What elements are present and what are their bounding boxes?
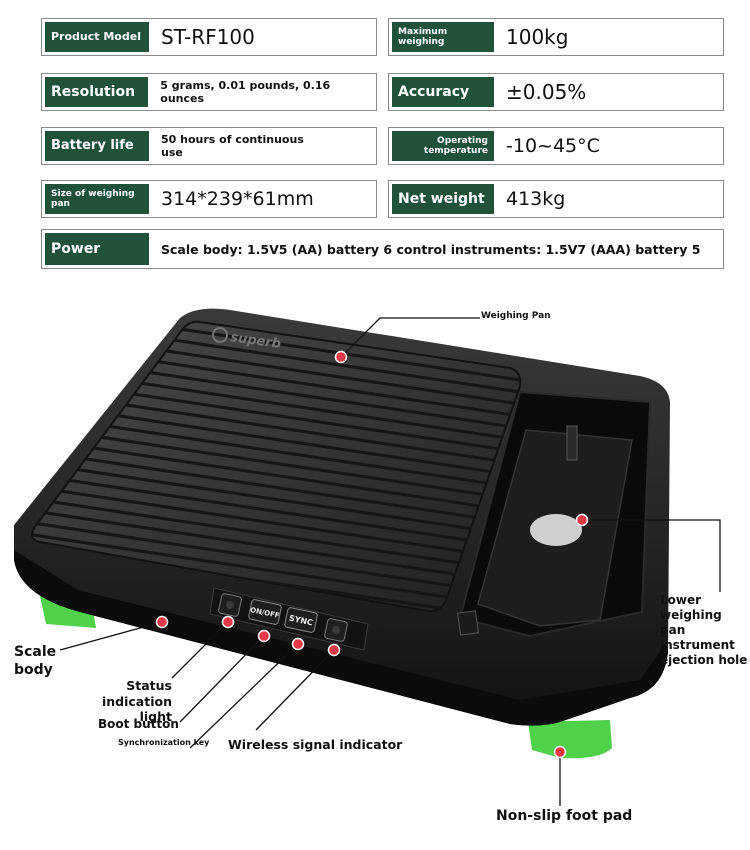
spec-label: Battery life xyxy=(42,128,152,164)
spec-power: Power Scale body: 1.5V5 (AA) battery 6 c… xyxy=(41,229,724,269)
marker-sync-key xyxy=(291,637,305,651)
spec-pan-size: Size of weighing pan 314*239*61mm xyxy=(41,180,377,218)
spec-label: Resolution xyxy=(42,74,152,110)
pan-ridge xyxy=(32,471,521,553)
pan-ridge xyxy=(32,495,521,577)
spec-operating-temperature: Operating temperature -10~45°C xyxy=(388,127,724,165)
status-light-button[interactable] xyxy=(218,593,242,617)
spec-accuracy: Accuracy ±0.05% xyxy=(388,73,724,111)
spec-label: Product Model xyxy=(42,19,152,55)
label-foot-pad: Non-slip foot pad xyxy=(496,808,633,824)
marker-wireless-indicator xyxy=(327,643,341,657)
label-sync-key: Synchronization key xyxy=(118,738,210,747)
spec-battery-life: Battery life 50 hours of continuous use xyxy=(41,127,377,165)
spec-label: Power xyxy=(42,230,152,268)
weighing-pan-shape xyxy=(31,320,522,613)
onoff-button[interactable]: ON/OFF xyxy=(248,599,282,625)
pan-ridge xyxy=(32,459,521,541)
spec-label: Maximum weighing xyxy=(389,19,497,55)
pan-ridge xyxy=(32,447,521,529)
spec-product-model: Product Model ST-RF100 xyxy=(41,18,377,56)
marker-boot-button xyxy=(257,629,271,643)
spec-label: Net weight xyxy=(389,181,497,217)
spec-value: 100kg xyxy=(506,25,569,49)
spec-label: Size of weighing pan xyxy=(42,181,152,217)
pan-ridge xyxy=(32,423,521,505)
marker-weighing-pan xyxy=(334,350,348,364)
ejection-hole-shape xyxy=(530,514,582,546)
marker-status-light xyxy=(221,615,235,629)
sync-button[interactable]: SYNC xyxy=(284,607,318,633)
spec-net-weight: Net weight 413kg xyxy=(388,180,724,218)
label-ejection-hole: Lower weighing pan instrument ejection h… xyxy=(660,593,748,667)
spec-label: Accuracy xyxy=(389,74,497,110)
label-wireless-indicator: Wireless signal indicator xyxy=(228,737,403,752)
spec-max-weighing: Maximum weighing 100kg xyxy=(388,18,724,56)
pan-ridge xyxy=(32,507,521,589)
spec-resolution: Resolution 5 grams, 0.01 pounds, 0.16 ou… xyxy=(41,73,377,111)
pan-ridge xyxy=(32,321,521,385)
label-weighing-pan: Weighing Pan xyxy=(481,311,551,321)
marker-ejection-hole xyxy=(575,513,589,527)
spec-value: 5 grams, 0.01 pounds, 0.16 ounces xyxy=(160,78,331,105)
spec-label: Operating temperature xyxy=(389,128,497,164)
spec-value: 314*239*61mm xyxy=(161,187,314,210)
wireless-indicator-light xyxy=(324,618,348,642)
foot-pad-right xyxy=(528,720,612,759)
pan-ridge xyxy=(32,483,521,565)
label-scale-body: Scale body xyxy=(14,644,57,678)
label-boot-button: Boot button xyxy=(98,717,179,731)
spec-value: Scale body: 1.5V5 (AA) battery 6 control… xyxy=(161,241,701,257)
spec-value: ±0.05% xyxy=(506,80,587,104)
spec-value: 413kg xyxy=(506,187,566,210)
brand-logo: superb xyxy=(229,330,281,352)
marker-scale-body xyxy=(155,615,169,629)
spec-value: 50 hours of continuous use xyxy=(161,132,304,159)
pan-ridge xyxy=(32,435,521,517)
marker-foot-pad xyxy=(553,745,567,759)
spec-value: -10~45°C xyxy=(506,134,600,157)
label-status-light: Status indication light xyxy=(101,678,172,725)
spec-value: ST-RF100 xyxy=(161,25,255,49)
